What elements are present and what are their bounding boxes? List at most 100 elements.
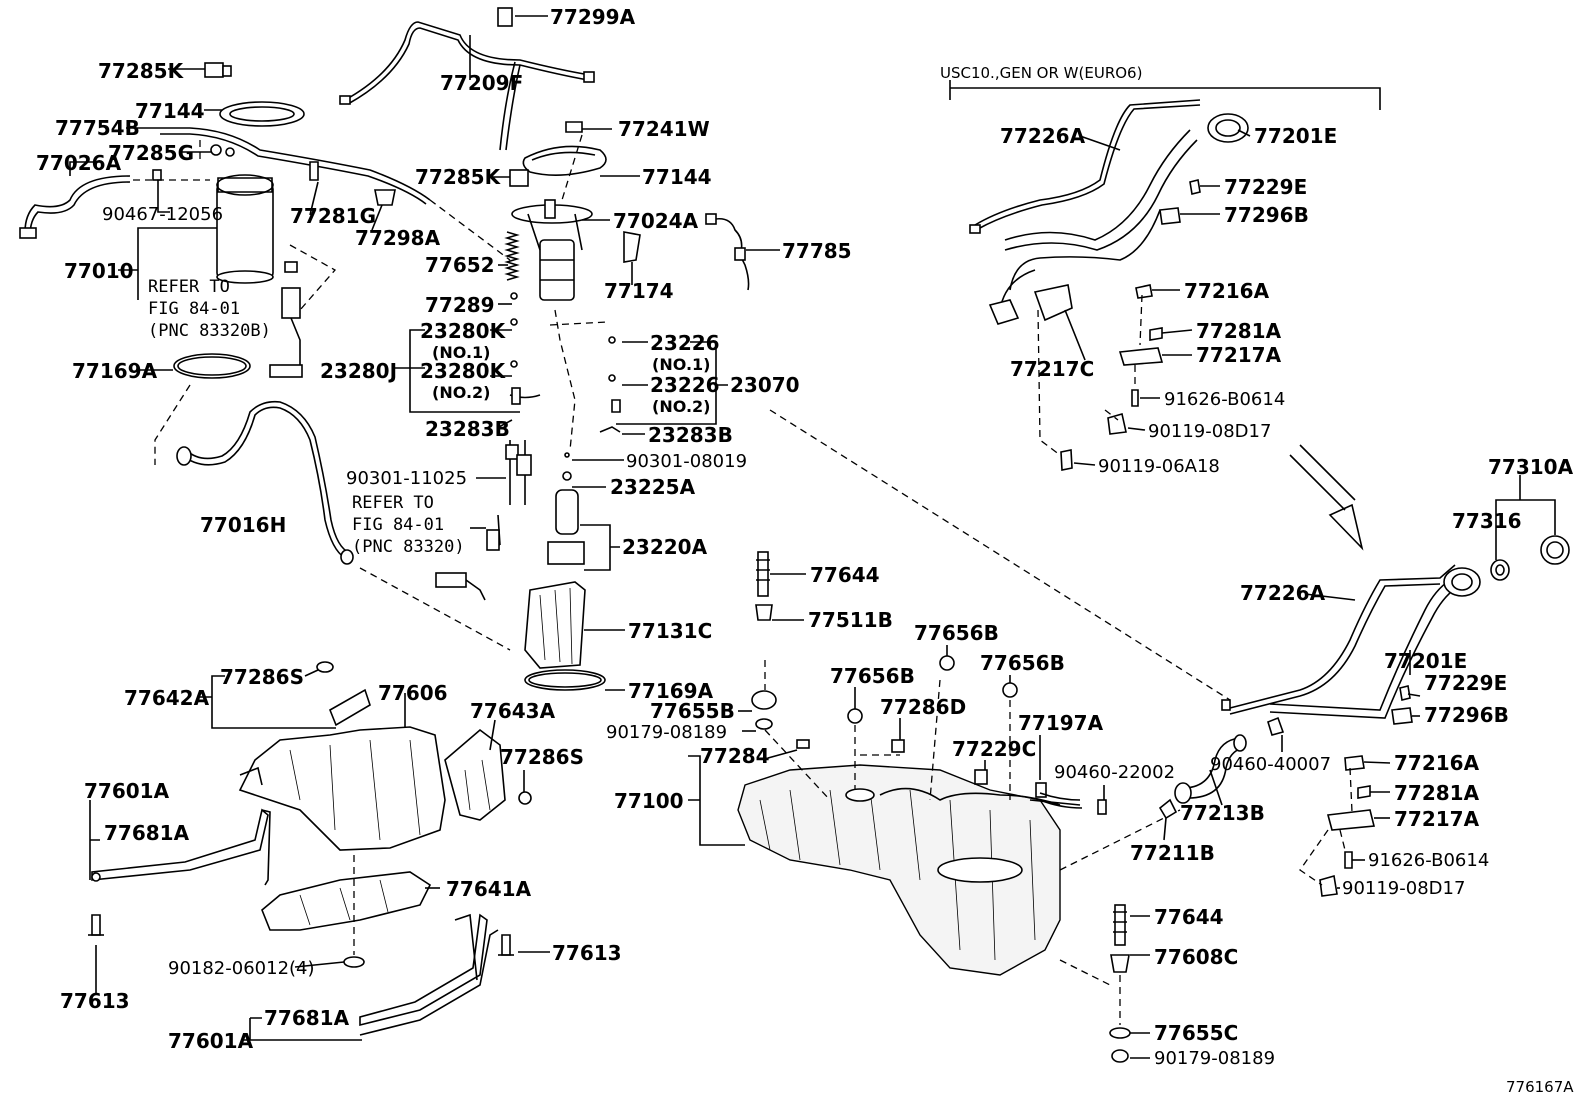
- part-label: 90119-08D17: [1148, 421, 1271, 442]
- part-label: 77642A: [124, 686, 210, 710]
- part-label: 77511B: [808, 608, 893, 632]
- part-label: 77613: [60, 989, 130, 1013]
- part-label: 90182-06012(4): [168, 958, 315, 979]
- refer-note-a-line2: FIG 84-01: [148, 299, 240, 319]
- part-label: 77652: [425, 253, 495, 277]
- part-label: 23280J: [320, 359, 397, 383]
- part-label: 77644: [1154, 905, 1224, 929]
- part-label: 77644: [810, 563, 880, 587]
- part-label: 77601A: [168, 1029, 254, 1053]
- part-label: 77316: [1452, 509, 1522, 533]
- part-label: 91626-B0614: [1164, 389, 1285, 410]
- part-label: 77281A: [1196, 319, 1282, 343]
- part-label: 77229E: [1224, 175, 1307, 199]
- part-label: 77226A: [1000, 124, 1086, 148]
- part-label: 77286D: [880, 695, 966, 719]
- part-labels: 77299A 77209F 77285K 77144 77754B 77285G…: [36, 5, 1574, 1069]
- refer-note-b: REFER TO FIG 84-01 (PNC 83320): [352, 493, 465, 557]
- leader-lines: [69, 15, 1556, 1059]
- protector-plates-group: [88, 661, 532, 1036]
- part-label: 77286S: [500, 745, 584, 769]
- part-label: 77201E: [1254, 124, 1337, 148]
- part-label: 77681A: [104, 821, 190, 845]
- filler-pipe-variant-euro6: [949, 80, 1381, 551]
- variant-header: USC10.,GEN OR W(EURO6): [940, 64, 1142, 82]
- part-label: 77285G: [108, 141, 194, 165]
- part-label: 77216A: [1394, 751, 1480, 775]
- part-label: 77169A: [628, 679, 714, 703]
- part-label: 90460-22002: [1054, 762, 1175, 783]
- part-label: 77613: [552, 941, 622, 965]
- part-label: 77100: [614, 789, 684, 813]
- part-label: (NO.2): [432, 383, 490, 402]
- diagram-id: 776167A: [1506, 1078, 1574, 1096]
- pump-module-group: [435, 121, 750, 691]
- part-label: 90460-40007: [1210, 754, 1331, 775]
- refer-note-b-line1: REFER TO: [352, 493, 434, 513]
- part-label: 23226: [650, 331, 720, 355]
- part-label: 77284: [700, 744, 770, 768]
- part-label: (NO.1): [652, 355, 710, 374]
- part-label: 77024A: [613, 209, 699, 233]
- part-label: 23226: [650, 373, 720, 397]
- part-label: 77229E: [1424, 671, 1507, 695]
- part-label: 23220A: [622, 535, 708, 559]
- part-label: 77299A: [550, 5, 636, 29]
- refer-note-a: REFER TO FIG 84-01 (PNC 83320B): [148, 277, 271, 341]
- part-label: 77285K: [415, 165, 502, 189]
- refer-note-b-line3: (PNC 83320): [352, 537, 465, 557]
- part-label: 77281G: [290, 204, 376, 228]
- part-label: 77226A: [1240, 581, 1326, 605]
- part-label: 23280K: [420, 359, 507, 383]
- part-label: 77169A: [72, 359, 158, 383]
- part-label: 77754B: [55, 116, 140, 140]
- part-label: 90301-08019: [626, 451, 747, 472]
- part-label: 77655C: [1154, 1021, 1238, 1045]
- part-label: 77144: [642, 165, 712, 189]
- part-label: 90179-08189: [606, 722, 727, 743]
- part-label: (NO.1): [432, 343, 490, 362]
- part-label: 77296B: [1224, 203, 1309, 227]
- fuel-tank-group: [737, 409, 1231, 1063]
- part-label: 77281A: [1394, 781, 1480, 805]
- part-label: 77201E: [1384, 649, 1467, 673]
- part-label: 90119-08D17: [1342, 878, 1465, 899]
- refer-note-a-line3: (PNC 83320B): [148, 321, 271, 341]
- part-label: 90467-12056: [102, 204, 223, 225]
- part-label: 77656B: [830, 664, 915, 688]
- part-label: 23283B: [648, 423, 733, 447]
- part-label: 77286S: [220, 665, 304, 689]
- sender-gauge-assembly-group: [19, 7, 595, 465]
- part-label: 90301-11025: [346, 468, 467, 489]
- part-label: 91626-B0614: [1368, 850, 1489, 871]
- part-label: 77217A: [1196, 343, 1282, 367]
- part-label: 77213B: [1180, 801, 1265, 825]
- part-label: 77209F: [440, 71, 523, 95]
- part-label: 77681A: [264, 1006, 350, 1030]
- part-label: 90119-06A18: [1098, 456, 1220, 477]
- part-label: 77785: [782, 239, 852, 263]
- filler-pipe-variant-standard: [1221, 535, 1570, 897]
- part-label: 23070: [730, 373, 800, 397]
- part-label: 77216A: [1184, 279, 1270, 303]
- part-label: 77197A: [1018, 711, 1104, 735]
- vent-pipe-77016h: [176, 400, 511, 651]
- part-label: 77285K: [98, 59, 185, 83]
- part-label: 77656B: [980, 651, 1065, 675]
- part-label: 77601A: [84, 779, 170, 803]
- part-label: 23283B: [425, 417, 510, 441]
- part-label: 77608C: [1154, 945, 1238, 969]
- part-label: 77217A: [1394, 807, 1480, 831]
- filler-hose-group: [1158, 716, 1285, 820]
- part-label: 77289: [425, 293, 495, 317]
- refer-note-a-line1: REFER TO: [148, 277, 230, 297]
- part-label: 77211B: [1130, 841, 1215, 865]
- part-label: 77174: [604, 279, 674, 303]
- part-label: 77641A: [446, 877, 532, 901]
- part-label: 77241W: [618, 117, 710, 141]
- part-label: 77026A: [36, 151, 122, 175]
- part-label: 23225A: [610, 475, 696, 499]
- part-label: 77655B: [650, 699, 735, 723]
- part-label: 77296B: [1424, 703, 1509, 727]
